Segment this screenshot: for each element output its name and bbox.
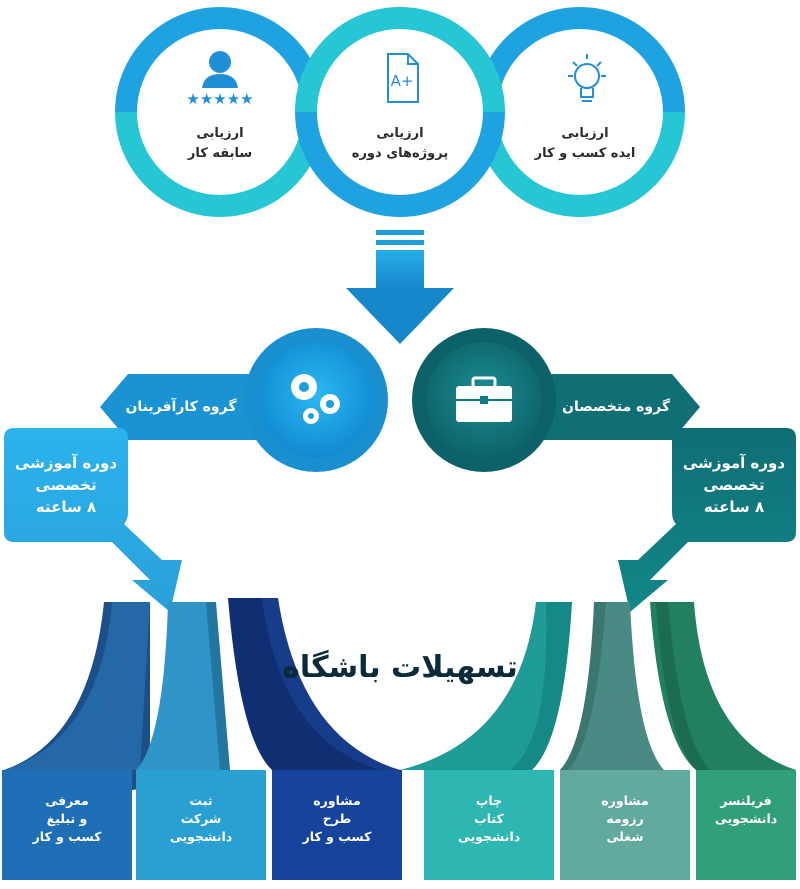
circle-course-projects — [295, 7, 505, 217]
pillar-freelancer-line1: فریلنسر — [720, 793, 772, 808]
pillar-promotion-line2: و تبلیغ — [46, 811, 88, 826]
course-box-left-line1: دوره آموزشی — [14, 454, 118, 472]
circle-work-history-label: ارزیابی سابقه کار — [160, 124, 280, 164]
gears-circle — [244, 328, 388, 472]
circle-business-idea-line1: ارزیابی — [561, 126, 609, 141]
experts-group-label: گروه متخصصان — [562, 399, 670, 415]
circle-work-history — [115, 7, 325, 217]
course-box-right — [618, 428, 796, 612]
a-plus-document-icon: A+ — [387, 53, 419, 103]
circle-work-history-line2: سابقه کار — [187, 146, 253, 161]
pillar-book-printing-line1: چاپ — [475, 793, 503, 808]
course-box-right-line2: تخصصی — [703, 476, 765, 494]
svg-text:★★★★★: ★★★★★ — [186, 90, 253, 108]
pillar-resume-consulting-line1: مشاوره — [601, 793, 649, 808]
person-stars-icon: ★★★★★ — [186, 51, 254, 108]
down-arrow — [346, 230, 454, 344]
pillar-promotion-line1: معرفی — [45, 793, 89, 808]
course-box-left-line3: ۸ ساعته — [35, 498, 97, 516]
pillar-promotion-label: معرفی و تبلیغ کسب و کار — [2, 792, 132, 846]
pillar-resume-consulting — [560, 602, 690, 880]
pillar-book-printing-line2: کتاب — [474, 811, 504, 826]
pillar-book-printing-line3: دانشجویی — [457, 829, 521, 844]
pillar-freelancer — [650, 602, 796, 880]
pillar-business-plan-consulting-label: مشاوره طرح کسب و کار — [272, 792, 402, 846]
lightbulb-icon — [568, 54, 606, 102]
pillar-company-registration-line3: دانشجویی — [169, 829, 233, 844]
course-box-left-line2: تخصصی — [35, 476, 97, 494]
pillar-business-plan-consulting-line2: طرح — [322, 811, 352, 826]
gears-icon — [291, 374, 340, 424]
circle-course-projects-line2: پروژه‌های دوره — [351, 146, 449, 161]
page-title: تسهیلات باشگاه — [282, 650, 518, 685]
circle-business-idea-line2: ایده کسب و کار — [534, 146, 636, 161]
course-box-right-line3: ۸ ساعته — [703, 498, 765, 516]
banner-entrepreneurs — [100, 374, 270, 440]
briefcase-icon — [456, 376, 512, 422]
pillar-freelancer-line2: دانشجویی — [714, 811, 778, 826]
pillar-company-registration-line2: شرکت — [180, 811, 222, 826]
pillar-company-registration-label: ثبت شرکت دانشجویی — [136, 792, 266, 846]
course-box-right-text: دوره آموزشی تخصصی ۸ ساعته — [674, 452, 794, 518]
course-box-left — [4, 428, 182, 612]
circle-work-history-line1: ارزیابی — [196, 126, 244, 141]
course-box-right-line1: دوره آموزشی — [682, 454, 786, 472]
pillar-promotion-line3: کسب و کار — [32, 829, 102, 844]
pillar-resume-consulting-line3: شغلی — [606, 829, 644, 844]
pillar-company-registration-line1: ثبت — [189, 793, 213, 808]
circle-business-idea — [475, 7, 685, 217]
circle-business-idea-label: ارزیابی ایده کسب و کار — [520, 124, 650, 164]
course-box-left-text: دوره آموزشی تخصصی ۸ ساعته — [6, 452, 126, 518]
pillar-business-plan-consulting-line1: مشاوره — [313, 793, 361, 808]
pillar-company-registration — [136, 602, 266, 880]
banner-experts — [530, 374, 700, 440]
pillar-resume-consulting-line2: رزومه — [606, 811, 644, 826]
entrepreneurs-group-label: گروه کارآفرینان — [125, 399, 237, 415]
pillar-resume-consulting-label: مشاوره رزومه شغلی — [560, 792, 690, 846]
pillar-freelancer-label: فریلنسر دانشجویی — [696, 792, 796, 828]
circle-course-projects-label: ارزیابی پروژه‌های دوره — [330, 124, 470, 164]
pillar-business-plan-consulting — [228, 598, 402, 880]
pillar-book-printing-label: چاپ کتاب دانشجویی — [424, 792, 554, 846]
circle-course-projects-line1: ارزیابی — [376, 126, 424, 141]
pillar-business-plan-consulting-line3: کسب و کار — [302, 829, 372, 844]
pillar-book-printing — [400, 602, 572, 880]
pillar-promotion — [2, 602, 150, 880]
svg-text:A+: A+ — [391, 72, 414, 90]
